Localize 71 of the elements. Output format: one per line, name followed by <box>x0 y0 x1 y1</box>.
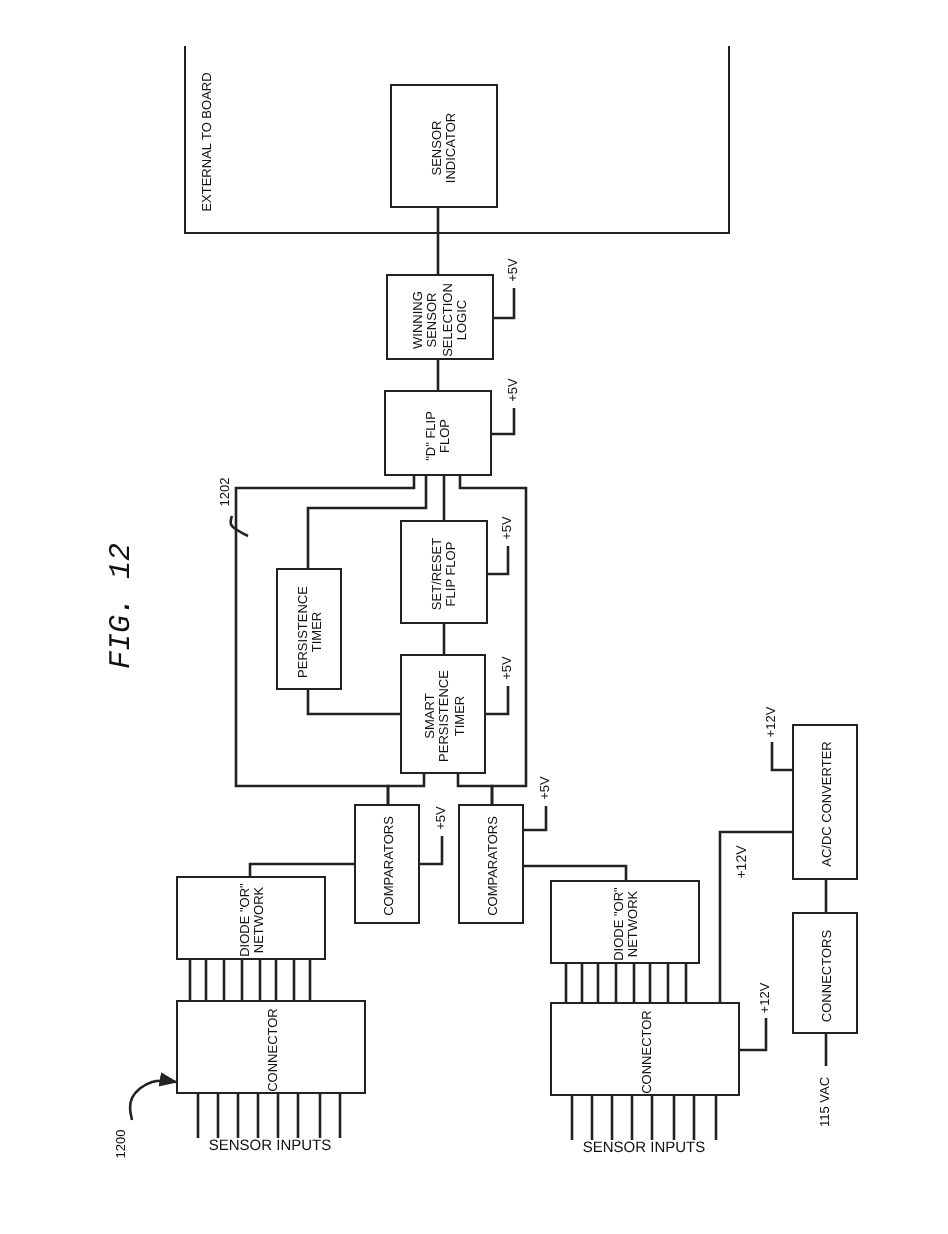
process-box <box>458 804 524 924</box>
process-box <box>400 520 488 624</box>
connector-line <box>196 1094 200 1138</box>
connector-line <box>630 1096 634 1140</box>
connector-line <box>442 476 446 520</box>
process-box <box>390 84 498 208</box>
connector-line <box>188 960 192 1000</box>
connector-line <box>740 1018 768 1052</box>
process-box <box>792 724 858 880</box>
connector-line <box>824 1034 828 1066</box>
connector-line <box>276 1094 280 1138</box>
process-box <box>386 274 494 360</box>
connector-line <box>258 960 262 1000</box>
process-box <box>550 1002 740 1096</box>
leader-line <box>229 515 249 538</box>
connector-line <box>824 880 828 912</box>
connector-line <box>770 742 792 772</box>
connector-line <box>492 408 516 436</box>
process-box <box>276 568 342 690</box>
process-box <box>384 390 492 476</box>
connector-line <box>524 806 548 832</box>
connector-line <box>564 964 568 1002</box>
connector-line <box>240 960 244 1000</box>
connector-line <box>692 1096 696 1140</box>
connector-line <box>296 1094 300 1138</box>
connector-line <box>524 864 628 880</box>
process-box <box>176 876 326 960</box>
connector-line <box>216 1094 220 1138</box>
connector-line <box>274 960 278 1000</box>
figure-title: FIG. 12 <box>105 543 139 669</box>
connector-line <box>718 830 792 1002</box>
connector-line <box>494 288 516 320</box>
connector-line <box>442 624 446 654</box>
connector-line <box>204 960 208 1000</box>
connector-line <box>248 862 354 876</box>
connector-line <box>610 1096 614 1140</box>
connector-line <box>486 686 510 716</box>
connector-line <box>436 208 440 274</box>
connector-line <box>590 1096 594 1140</box>
connector-line <box>436 360 440 390</box>
connector-line <box>650 1096 654 1140</box>
connector-line <box>308 960 312 1000</box>
connector-line <box>632 964 636 1002</box>
connector-line <box>456 774 494 804</box>
connector-line <box>306 476 428 568</box>
connector-line <box>306 690 400 716</box>
connector-line <box>256 1094 260 1138</box>
board-boundary <box>184 46 730 234</box>
connector-line <box>570 1096 574 1140</box>
connector-line <box>222 960 226 1000</box>
connector-line <box>420 836 444 866</box>
connector-line <box>292 960 296 1000</box>
connector-line <box>714 1096 718 1140</box>
process-box <box>176 1000 366 1094</box>
connector-line <box>596 964 600 1002</box>
process-box <box>792 912 858 1034</box>
process-box <box>354 804 420 924</box>
connector-line <box>614 964 618 1002</box>
connector-line <box>488 546 510 576</box>
process-box <box>550 880 700 964</box>
connector-line <box>236 1094 240 1138</box>
connector-line <box>386 774 426 804</box>
connector-line <box>684 964 688 1002</box>
connector-line <box>338 1094 342 1138</box>
connector-line <box>580 964 584 1002</box>
connector-line <box>666 964 670 1002</box>
connector-line <box>672 1096 676 1140</box>
process-box <box>400 654 486 774</box>
connector-line <box>648 964 652 1002</box>
leader-arrow <box>128 1072 178 1121</box>
connector-line <box>318 1094 322 1138</box>
